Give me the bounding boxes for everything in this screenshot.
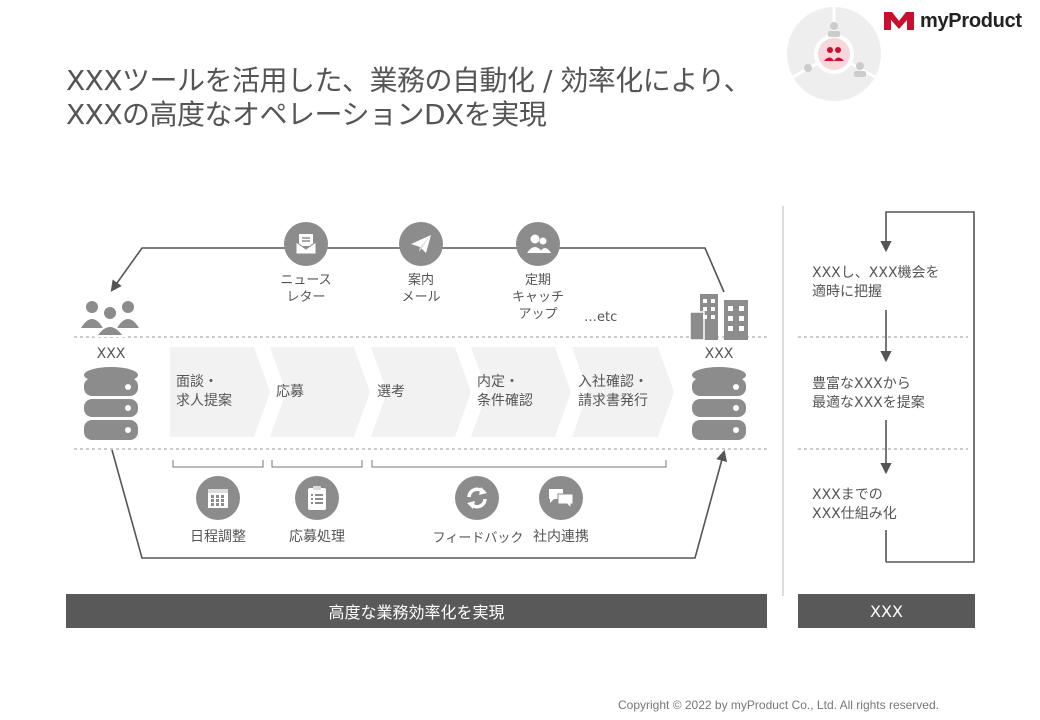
page-title-line-1: XXXツールを活用した、業務の自動化 / 効率化により、 — [66, 64, 752, 97]
process-step-label: 選考 — [377, 384, 405, 400]
right-summary-bar: XXX — [798, 594, 975, 628]
tool-label-scheduling: 日程調整 — [190, 529, 246, 545]
page-title-line-2: XXXの高度なオペレーションDXを実現 — [66, 98, 547, 131]
efficiency-summary-bar: 高度な業務効率化を実現 — [66, 594, 767, 628]
guide-mail-channel — [399, 222, 443, 266]
buildings-icon — [690, 294, 748, 340]
scheduling-tool — [196, 476, 240, 520]
refresh-icon — [467, 487, 487, 509]
process-step-label: 面談・ 求人提案 — [176, 374, 232, 409]
brand-logo: myProduct — [884, 8, 1022, 34]
brand-name: myProduct — [920, 9, 1022, 32]
people-icon — [527, 234, 551, 253]
users-icon — [81, 301, 139, 337]
service-circle-emblem-icon — [787, 7, 881, 101]
paper-plane-icon — [411, 235, 431, 253]
tool-label-feedback: フィードバック — [432, 531, 524, 546]
right-flow-step-3: XXXまでの XXX仕組み化 — [812, 487, 897, 522]
process-step-interview: 面談・ 求人提案 — [170, 347, 270, 437]
process-step-offer: 内定・ 条件確認 — [471, 347, 571, 437]
tool-label-collaboration: 社内連携 — [533, 529, 589, 545]
tool-label-application: 応募処理 — [289, 529, 345, 545]
channel-etc-label: …etc — [584, 310, 618, 325]
application-processing-tool — [295, 476, 339, 520]
feedback-tool — [455, 476, 499, 520]
clipboard-icon — [308, 486, 326, 510]
internal-collaboration-tool — [539, 476, 583, 520]
process-step-label: 内定・ 条件確認 — [477, 374, 533, 409]
left-database-icon — [84, 367, 138, 440]
channel-label-newsletter: ニュース レター — [280, 273, 332, 305]
right-node-label: XXX — [704, 346, 734, 362]
left-node-label: XXX — [96, 346, 126, 362]
process-step-onboarding: 入社確認・ 請求書発行 — [572, 347, 674, 437]
envelope-icon — [295, 234, 317, 255]
process-step-selection: 選考 — [371, 347, 471, 437]
catchup-channel — [516, 222, 560, 266]
channel-label-catchup: 定期 キャッチ アップ — [511, 273, 564, 322]
channel-label-guide-mail: 案内 メール — [401, 273, 441, 305]
newsletter-channel — [284, 222, 328, 266]
process-step-label: 応募 — [276, 384, 304, 400]
right-flow-step-2: 豊富なXXXから 最適なXXXを提案 — [812, 376, 925, 411]
process-step-apply: 応募 — [270, 347, 370, 437]
copyright-notice: Copyright © 2022 by myProduct Co., Ltd. … — [618, 698, 939, 712]
brand-mark-icon — [884, 12, 914, 30]
chat-icon — [549, 489, 574, 510]
right-flow-step-1: XXXし、XXX機会を 適時に把握 — [812, 265, 940, 300]
process-step-label: 入社確認・ 請求書発行 — [578, 374, 648, 409]
right-database-icon — [692, 367, 746, 440]
calendar-icon — [208, 489, 228, 508]
page-title: XXXツールを活用した、業務の自動化 / 効率化により、 XXXの高度なオペレー… — [66, 64, 752, 132]
